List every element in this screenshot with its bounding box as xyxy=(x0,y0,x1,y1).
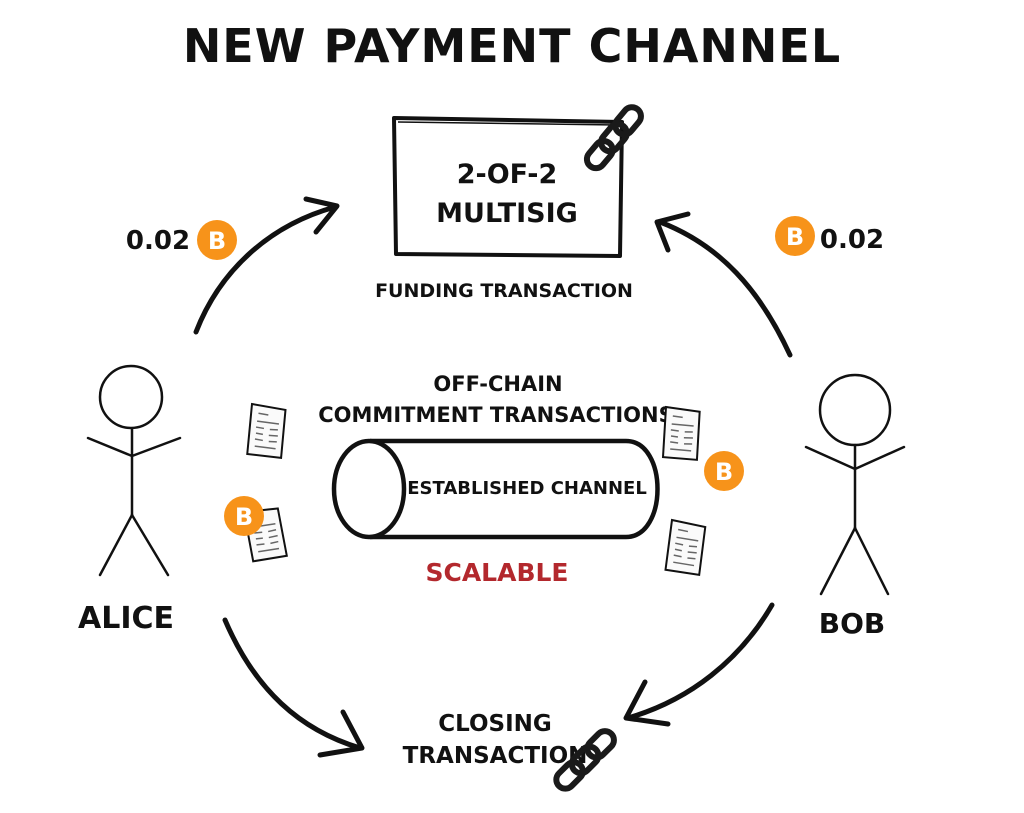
bob-figure xyxy=(804,373,906,596)
alice-figure xyxy=(86,364,182,577)
receipt-icon xyxy=(242,403,291,461)
alice-amount: 0.02 xyxy=(126,226,190,256)
diagram-title: NEW PAYMENT CHANNEL xyxy=(183,19,841,73)
alice-name: ALICE xyxy=(78,601,174,636)
multisig-line1: 2-OF-2 xyxy=(457,159,558,190)
multisig-box xyxy=(392,116,624,258)
arrow-icon xyxy=(623,602,775,727)
receipt-icon xyxy=(660,519,711,578)
bitcoin-icon: B xyxy=(704,451,744,491)
closing-line2: TRANSACTION xyxy=(403,743,588,769)
bitcoin-icon: B xyxy=(197,220,237,260)
receipt-icon xyxy=(658,406,705,463)
offchain-line1: OFF-CHAIN xyxy=(433,372,562,396)
svg-text:B: B xyxy=(715,458,733,486)
channel-cylinder xyxy=(331,438,660,540)
arrow-icon xyxy=(193,196,340,335)
multisig-line2: MULTISIG xyxy=(436,198,578,229)
closing-line1: CLOSING xyxy=(438,711,552,737)
arrow-icon xyxy=(654,211,793,358)
svg-text:B: B xyxy=(786,223,804,251)
established-channel-label: ESTABLISHED CHANNEL xyxy=(407,478,647,499)
bob-amount: 0.02 xyxy=(820,225,884,255)
scalable-label: SCALABLE xyxy=(425,558,568,587)
funding-transaction-caption: FUNDING TRANSACTION xyxy=(375,280,633,302)
svg-text:B: B xyxy=(235,503,253,531)
bitcoin-icon: B xyxy=(224,496,264,536)
svg-text:B: B xyxy=(208,227,226,255)
arrow-icon xyxy=(222,617,365,758)
chain-link-icon xyxy=(583,104,644,172)
bitcoin-icon: B xyxy=(775,216,815,256)
bob-name: BOB xyxy=(819,607,886,640)
offchain-line2: COMMITMENT TRANSACTIONS xyxy=(318,403,673,427)
chain-link-icon xyxy=(553,728,617,792)
